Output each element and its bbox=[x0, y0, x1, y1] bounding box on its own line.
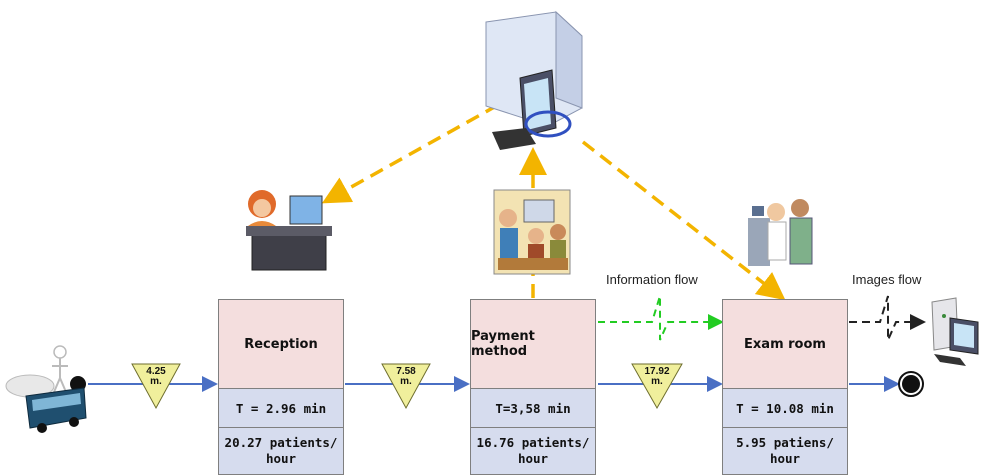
info-arrow-to-exam bbox=[581, 140, 786, 301]
process-name: Payment method bbox=[471, 300, 595, 389]
process-reception: Reception T = 2.96 min 20.27 patients/ho… bbox=[218, 299, 344, 475]
info-arrow-to-reception bbox=[321, 103, 499, 204]
doctor-patient-icon bbox=[748, 199, 813, 266]
electronic-information-flow bbox=[598, 295, 724, 341]
cycle-time: T = 10.08 min bbox=[723, 389, 847, 428]
inventory-triangle-2 bbox=[381, 363, 431, 410]
end-node-icon bbox=[898, 371, 924, 397]
cycle-time: T = 2.96 min bbox=[219, 389, 343, 428]
bus-car-person-icon bbox=[5, 345, 87, 433]
images-flow-label: Images flow bbox=[852, 272, 922, 287]
throughput-rate: 20.27 patients/hour bbox=[219, 428, 343, 474]
process-name: Reception bbox=[219, 300, 343, 389]
process-payment-method: Payment method T=3,58 min 16.76 patients… bbox=[470, 299, 596, 475]
information-dashed-lines bbox=[321, 103, 786, 301]
throughput-rate: 5.95 patiens/hour bbox=[723, 428, 847, 474]
imaging-workstation-icon bbox=[931, 297, 979, 366]
inventory-triangles bbox=[131, 363, 683, 410]
inventory-triangle-3 bbox=[631, 363, 683, 410]
process-name: Exam room bbox=[723, 300, 847, 389]
images-electronic-flow bbox=[849, 295, 926, 341]
cycle-time: T=3,58 min bbox=[471, 389, 595, 428]
server-computer-icon bbox=[485, 10, 583, 150]
receptionist-desk-icon bbox=[246, 190, 332, 271]
inventory-triangle-1 bbox=[131, 363, 181, 410]
process-exam-room: Exam room T = 10.08 min 5.95 patiens/hou… bbox=[722, 299, 848, 475]
payment-office-icon bbox=[493, 189, 571, 275]
information-flow-label: Information flow bbox=[606, 272, 698, 287]
throughput-rate: 16.76 patients/hour bbox=[471, 428, 595, 474]
